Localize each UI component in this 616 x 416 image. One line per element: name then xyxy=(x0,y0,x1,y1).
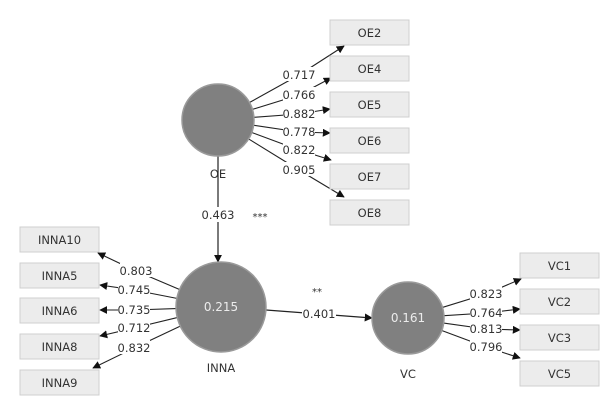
indicator-oe4[interactable]: OE4 xyxy=(329,55,410,82)
indicator-box[interactable] xyxy=(329,199,410,226)
indicator-box[interactable] xyxy=(519,324,600,351)
loading-label-bg xyxy=(118,320,150,334)
significance-stars: ** xyxy=(312,287,322,298)
construct-label: OE xyxy=(210,167,226,181)
construct-circle[interactable] xyxy=(371,281,445,355)
path-inna-to-vc-label-bg xyxy=(302,306,336,321)
loading-label-bg xyxy=(120,263,152,277)
significance-stars: *** xyxy=(253,212,268,223)
r-squared-value: 0.215 xyxy=(204,300,238,314)
indicator-box[interactable] xyxy=(519,288,600,315)
loading-label-bg xyxy=(283,87,315,101)
indicator-inna8[interactable]: INNA8 xyxy=(19,333,100,360)
loading-label-bg xyxy=(283,124,315,138)
outer-loading-label: 0.745 xyxy=(118,283,151,297)
loading-label-bg xyxy=(470,305,502,319)
indicator-label: OE8 xyxy=(358,206,382,220)
path-oe-to-inna-label-bg xyxy=(201,207,235,222)
indicator-label: OE6 xyxy=(358,134,382,148)
indicator-vc1[interactable]: VC1 xyxy=(519,252,600,279)
outer-loading-label: 0.717 xyxy=(283,68,316,82)
loading-label-bg xyxy=(118,340,150,354)
outer-loading-label: 0.766 xyxy=(283,88,316,102)
indicator-box[interactable] xyxy=(19,369,100,396)
loading-label-bg xyxy=(470,286,502,300)
indicator-vc5[interactable]: VC5 xyxy=(519,360,600,387)
loading-label-bg xyxy=(283,142,315,156)
indicator-box[interactable] xyxy=(329,55,410,82)
indicator-inna10[interactable]: INNA10 xyxy=(19,226,100,253)
outer-loading-label: 0.823 xyxy=(470,287,503,301)
loading-label-bg xyxy=(470,321,502,335)
outer-loading-label: 0.882 xyxy=(283,107,316,121)
outer-loading-label: 0.778 xyxy=(283,125,316,139)
indicator-inna5[interactable]: INNA5 xyxy=(19,262,100,289)
indicator-box[interactable] xyxy=(329,91,410,118)
outer-loading-label: 0.822 xyxy=(283,143,316,157)
indicator-label: VC1 xyxy=(548,259,571,273)
indicator-box[interactable] xyxy=(519,252,600,279)
loading-label-bg xyxy=(283,162,315,176)
outer-loading-label: 0.803 xyxy=(120,264,153,278)
indicator-label: OE7 xyxy=(358,170,382,184)
outer-loading-label: 0.813 xyxy=(470,322,503,336)
indicator-label: OE5 xyxy=(358,98,382,112)
indicator-label: INNA6 xyxy=(42,304,78,318)
indicator-box[interactable] xyxy=(19,226,100,253)
indicator-label: INNA5 xyxy=(42,269,78,283)
outer-loading-label: 0.735 xyxy=(118,303,151,317)
loading-label-bg xyxy=(118,282,150,296)
indicator-oe6[interactable]: OE6 xyxy=(329,127,410,154)
indicator-box[interactable] xyxy=(329,127,410,154)
construct-circle[interactable] xyxy=(175,261,267,353)
loading-label-bg xyxy=(470,339,502,353)
indicator-box[interactable] xyxy=(329,19,410,46)
indicator-oe8[interactable]: OE8 xyxy=(329,199,410,226)
nodes-layer: OE2OE4OE5OE6OE7OE8INNA10INNA5INNA6INNA8I… xyxy=(19,19,600,396)
indicator-oe2[interactable]: OE2 xyxy=(329,19,410,46)
outer-loading-label: 0.712 xyxy=(118,321,151,335)
construct-label: INNA xyxy=(207,361,236,375)
loading-label-bg xyxy=(283,67,315,81)
outer-loading-label: 0.796 xyxy=(470,340,503,354)
indicator-label: VC3 xyxy=(548,331,571,345)
r-squared-value: 0.161 xyxy=(391,311,425,325)
indicator-vc2[interactable]: VC2 xyxy=(519,288,600,315)
construct-circle[interactable] xyxy=(181,83,255,157)
loading-label-bg xyxy=(118,302,150,316)
path-coefficient-label: 0.401 xyxy=(303,307,336,321)
outer-loading-label: 0.905 xyxy=(283,163,316,177)
indicator-label: INNA9 xyxy=(42,376,78,390)
indicator-box[interactable] xyxy=(329,163,410,190)
indicator-oe5[interactable]: OE5 xyxy=(329,91,410,118)
indicator-inna6[interactable]: INNA6 xyxy=(19,297,100,324)
indicator-label: INNA8 xyxy=(42,340,78,354)
construct-oe[interactable]: OE xyxy=(181,83,255,181)
loading-label-bg xyxy=(283,106,315,120)
indicator-label: OE2 xyxy=(358,26,382,40)
indicator-label: VC5 xyxy=(548,367,571,381)
construct-label: VC xyxy=(400,367,416,381)
indicator-box[interactable] xyxy=(19,262,100,289)
indicator-label: VC2 xyxy=(548,295,571,309)
indicator-box[interactable] xyxy=(519,360,600,387)
indicator-oe7[interactable]: OE7 xyxy=(329,163,410,190)
labels-layer: 0.463 *** 0.401 ** 0.717 0.766 0.882 0.778 0.822… xyxy=(118,67,503,355)
outer-loading-label: 0.832 xyxy=(118,341,151,355)
indicator-label: INNA10 xyxy=(38,233,81,247)
path-coefficient-label: 0.463 xyxy=(202,208,235,222)
indicator-label: OE4 xyxy=(358,62,382,76)
outer-loading-label: 0.764 xyxy=(470,306,503,320)
indicator-box[interactable] xyxy=(19,297,100,324)
indicator-vc3[interactable]: VC3 xyxy=(519,324,600,351)
indicator-box[interactable] xyxy=(19,333,100,360)
indicator-inna9[interactable]: INNA9 xyxy=(19,369,100,396)
